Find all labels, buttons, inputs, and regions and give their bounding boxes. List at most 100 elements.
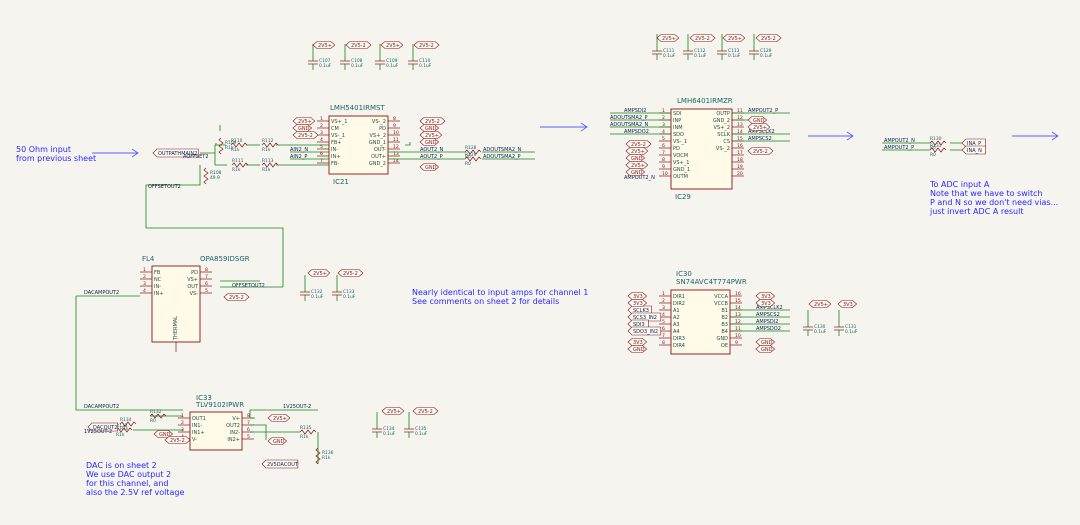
ic30-pin-num: 2	[662, 298, 665, 304]
ic29-pin-num: 2	[662, 115, 665, 121]
ic33-part: TLV9102IPWR	[195, 401, 244, 409]
net-label-text: AMPOUT2_N	[624, 175, 655, 181]
ic29-pin-num: 16	[737, 143, 743, 149]
ic30-pin-num: 3	[662, 305, 665, 311]
cap-value: 0.1uF	[845, 329, 858, 335]
fl4-pin-name: OUT	[187, 284, 199, 290]
net-v25out2: 1V25OUT-2	[84, 429, 112, 435]
ic33-pin-num: 7	[247, 420, 250, 426]
ic30-pin-name: DIR2	[673, 301, 685, 307]
net-ampout2p: AMPOUT2_P	[748, 108, 778, 114]
net-label-text: 2V5DACOUT	[267, 462, 299, 468]
cap-ref: C135	[415, 426, 427, 432]
net-label-text: DACOUT2	[93, 425, 117, 431]
cap-value: 0.1uF	[386, 63, 399, 69]
ic33-ref: IC33	[196, 394, 212, 402]
net-label-text: AIN2_P	[290, 154, 307, 160]
net-label-text: OFFSETOUT2	[232, 283, 265, 289]
net-ampsclk2b: AMPSCLK2	[756, 305, 783, 311]
ic21-pin-num: 3	[320, 130, 323, 136]
power-label-text: 3V3	[633, 294, 643, 300]
decoupling-caps: C1070.1uFC1080.1uFC1090.1uFC1100.1uFC111…	[300, 34, 858, 438]
net-ampscs2: AMPSCS2	[748, 136, 772, 142]
res-ref: R108	[210, 170, 222, 176]
ic21-pin-name: FB+	[331, 140, 342, 146]
ic21-pin-name: VS-_1	[331, 133, 345, 139]
ic29-pin-num: 20	[737, 171, 743, 177]
ic30-pin-num: 7	[662, 333, 665, 339]
ic30-pin-name: B2	[721, 315, 728, 321]
ic21-pin-num: 7	[320, 158, 323, 164]
cap-value: 0.1uF	[694, 53, 707, 59]
power-label-text: GND	[298, 126, 310, 132]
ic29-pin-num: 8	[662, 157, 665, 163]
power-label-text: GND	[159, 432, 171, 438]
power-v3v3: 3V3	[755, 292, 776, 300]
net-label-text: AOUT2_P	[420, 154, 443, 160]
ic30-pin-name: A4	[673, 329, 680, 335]
ic30-pin-num: 9	[735, 340, 738, 346]
power-gnd: GND	[292, 124, 313, 132]
ic30-pin-num: 14	[735, 305, 741, 311]
net-sdo3: SDO3_IN2	[627, 326, 662, 336]
power-label-text: GND	[425, 126, 437, 132]
cap-value: 0.1uF	[415, 431, 428, 437]
net-ina_n: INA_N	[961, 145, 986, 155]
fl4-pin-name: NC	[154, 277, 162, 283]
right-arrow	[808, 131, 854, 141]
cap-ref: C109	[386, 58, 398, 64]
res-ref: R113	[262, 158, 274, 164]
cap-ref: C134	[383, 426, 395, 432]
net-adoutsma2n: ADOUTSMA2_N	[483, 147, 522, 153]
ic30-pin-name: B4	[721, 329, 728, 335]
power-gnd: GND	[419, 138, 440, 146]
res-ref: R134	[120, 417, 132, 423]
power-label-text: 2V5-2	[631, 142, 646, 148]
out-arrow	[1012, 131, 1059, 141]
net-v25dacout: 2V5DACOUT	[261, 459, 299, 469]
ic21-pin-num: 12	[393, 144, 399, 150]
power-label-text: 2V5-2	[418, 409, 433, 415]
res-value: R1k	[225, 145, 234, 151]
net-label-text: AOUT2_N	[420, 147, 444, 153]
net-adoutsma2p_b: ADOUTSMA2_P	[610, 115, 648, 121]
ic29-pin-num: 14	[737, 129, 743, 135]
fl4-pin-num: 3	[143, 281, 146, 287]
ic21-pin-num: 8	[393, 116, 396, 122]
fl4-part: OPA859IDSGR	[200, 255, 250, 263]
ic29-pin-num: 18	[737, 157, 743, 163]
power-v2p5: 2V5+	[747, 123, 771, 131]
power-label-text: 2V5+	[387, 409, 401, 415]
cap-ref: C113	[728, 48, 740, 54]
power-v2m5: 2V5-2	[412, 407, 439, 415]
cap-value: 0.1uF	[383, 431, 396, 437]
cap-value: 0.1uF	[343, 294, 356, 300]
cap-ref: C133	[343, 289, 355, 295]
power-v2p5: 2V5+	[267, 414, 291, 422]
net-label-text: AMPSCLK2	[756, 305, 783, 311]
ic21-pin-name: GND_1	[369, 140, 386, 146]
cap-ref: C130	[814, 324, 826, 330]
power-label-text: 2V5+	[753, 125, 767, 131]
ic29-pin-num: 6	[662, 143, 665, 149]
ic33-pin-num: 2	[181, 420, 184, 426]
ic29-pin-num: 7	[662, 150, 665, 156]
ic29-pin-name: SCLK	[717, 132, 730, 138]
power-v2m5: 2V5-2	[419, 117, 446, 125]
res-ref: R136	[322, 450, 334, 456]
power-v2p5: 2V5+	[419, 131, 443, 139]
power-label-text: 2V5-2	[419, 43, 434, 49]
res-value: R1k	[262, 167, 271, 173]
ic29-pin-name: INP	[673, 118, 681, 124]
ic29-pin-num: 5	[662, 136, 665, 142]
cap-value: 0.1uF	[319, 63, 332, 69]
ic30-pin-num: 4	[662, 312, 665, 318]
